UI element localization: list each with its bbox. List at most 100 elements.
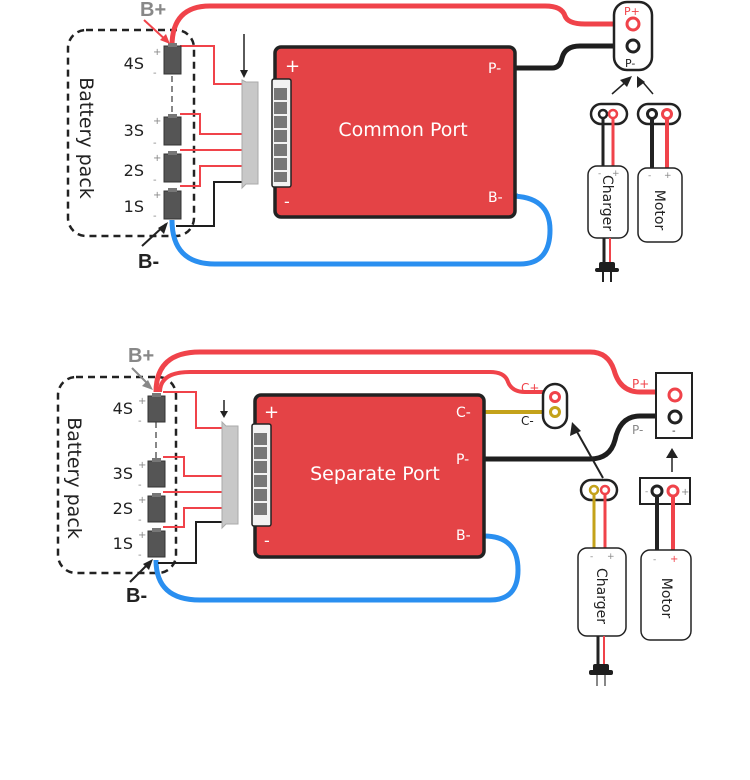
board-plus: + (264, 402, 279, 423)
board-plus: + (285, 56, 300, 77)
cell-label-2s: 2S (113, 499, 133, 518)
balance-wire-1s (163, 507, 224, 528)
b-plus-wire (169, 3, 632, 47)
b-minus-wire (153, 533, 521, 603)
b-minus-label: B- (138, 251, 159, 273)
board-b-minus: B- (488, 190, 503, 206)
port-p-minus: P- (625, 57, 635, 70)
b-plus-label: B+ (140, 0, 166, 21)
cell-label-1s: 1S (124, 197, 144, 216)
cell-label-4s: 4S (124, 54, 144, 73)
output-port (655, 372, 693, 439)
cell-3s (147, 458, 166, 488)
cell-minus: - (138, 550, 142, 561)
motor-minus: - (648, 171, 651, 181)
charger-minus: - (598, 169, 601, 179)
motor-label: Motor (658, 578, 674, 619)
board-p-minus: P- (488, 61, 501, 77)
cell-plus: + (153, 47, 161, 58)
balance-plug (241, 79, 259, 190)
diagram-separate-port: Battery pack 4S 3S (56, 345, 693, 686)
diagram-common-port: Battery pack 4S 3S 2S 1S (66, 0, 683, 282)
motor-minus: - (653, 555, 656, 565)
cell-4s (163, 43, 182, 75)
cell-3s (163, 114, 182, 146)
cell-2s (147, 493, 166, 523)
cell-label-2s: 2S (124, 161, 144, 180)
motor-label: Motor (651, 190, 667, 231)
board-minus: - (264, 531, 270, 550)
charge-port-c-minus: C- (521, 414, 534, 428)
board-title: Common Port (338, 119, 467, 141)
b-plus-wire (153, 349, 674, 395)
balance-wire-negative (176, 181, 242, 227)
battery-pack-outline (56, 375, 178, 575)
battery-pack-label: Battery pack (63, 417, 85, 539)
cell-minus: - (138, 416, 142, 427)
cell-plus: + (153, 116, 161, 127)
cell-plus: + (153, 153, 161, 164)
cell-plus: + (138, 460, 146, 471)
balance-wire-3s (180, 113, 242, 135)
port-p-minus: P- (632, 423, 643, 437)
cell-label-1s: 1S (113, 534, 133, 553)
cell-minus: - (153, 211, 157, 222)
charger-label: Charger (599, 175, 615, 231)
balance-plug (221, 420, 239, 530)
cell-1s (147, 528, 166, 558)
balance-wire-negative (158, 521, 224, 564)
charger-plus: + (607, 552, 615, 562)
cell-minus: - (138, 480, 142, 491)
charger-plus: + (612, 169, 620, 179)
ac-plug-icon (595, 262, 619, 282)
cell-label-3s: 3S (124, 121, 144, 140)
charger-box (577, 547, 627, 637)
b-minus-wire (169, 193, 553, 267)
b-plus-label: B+ (128, 345, 154, 367)
charge-port-c-plus: C+ (521, 381, 539, 395)
charger-minus: - (590, 552, 593, 562)
cell-2s (163, 151, 182, 183)
charger-box (587, 165, 629, 239)
b-minus-label: B- (126, 585, 147, 607)
port-p-plus: P+ (632, 377, 649, 391)
motor-connector-minus: - (645, 487, 648, 497)
motor-box (640, 549, 692, 641)
p-minus-wire (484, 413, 674, 462)
battery-pack-outline (66, 28, 196, 238)
board-c-minus: C- (456, 405, 471, 421)
cell-plus: + (138, 530, 146, 541)
cell-minus: - (153, 138, 157, 149)
motor-connector-plus: + (681, 487, 689, 498)
cell-plus: + (138, 495, 146, 506)
cell-plus: + (153, 190, 161, 201)
cell-1s (163, 188, 182, 220)
motor-box (637, 167, 683, 243)
motor-connector (639, 477, 691, 505)
cell-minus: - (138, 515, 142, 526)
balance-wire-1s (180, 165, 242, 187)
board-b-minus: B- (456, 528, 471, 544)
c-plus-wire (158, 370, 553, 394)
battery-pack-label: Battery pack (75, 77, 97, 199)
cell-minus: - (153, 175, 157, 186)
board-p-minus: P- (456, 452, 469, 468)
charger-label: Charger (593, 568, 609, 624)
cell-label-3s: 3S (113, 464, 133, 483)
balance-wire-4s (163, 391, 224, 429)
port-p-plus: P+ (624, 5, 640, 18)
output-port (612, 0, 654, 72)
board-minus: - (284, 192, 290, 211)
balance-wire-3s (163, 456, 224, 477)
cell-minus: - (153, 68, 157, 79)
motor-plus: + (670, 554, 678, 565)
motor-plus: + (664, 171, 672, 181)
board-title: Separate Port (310, 463, 440, 485)
port-minus: - (672, 426, 676, 437)
cell-plus: + (138, 396, 146, 407)
motor-connector (636, 102, 682, 126)
p-minus-wire (516, 43, 632, 71)
cell-label-4s: 4S (113, 399, 133, 418)
cell-4s (147, 393, 166, 423)
